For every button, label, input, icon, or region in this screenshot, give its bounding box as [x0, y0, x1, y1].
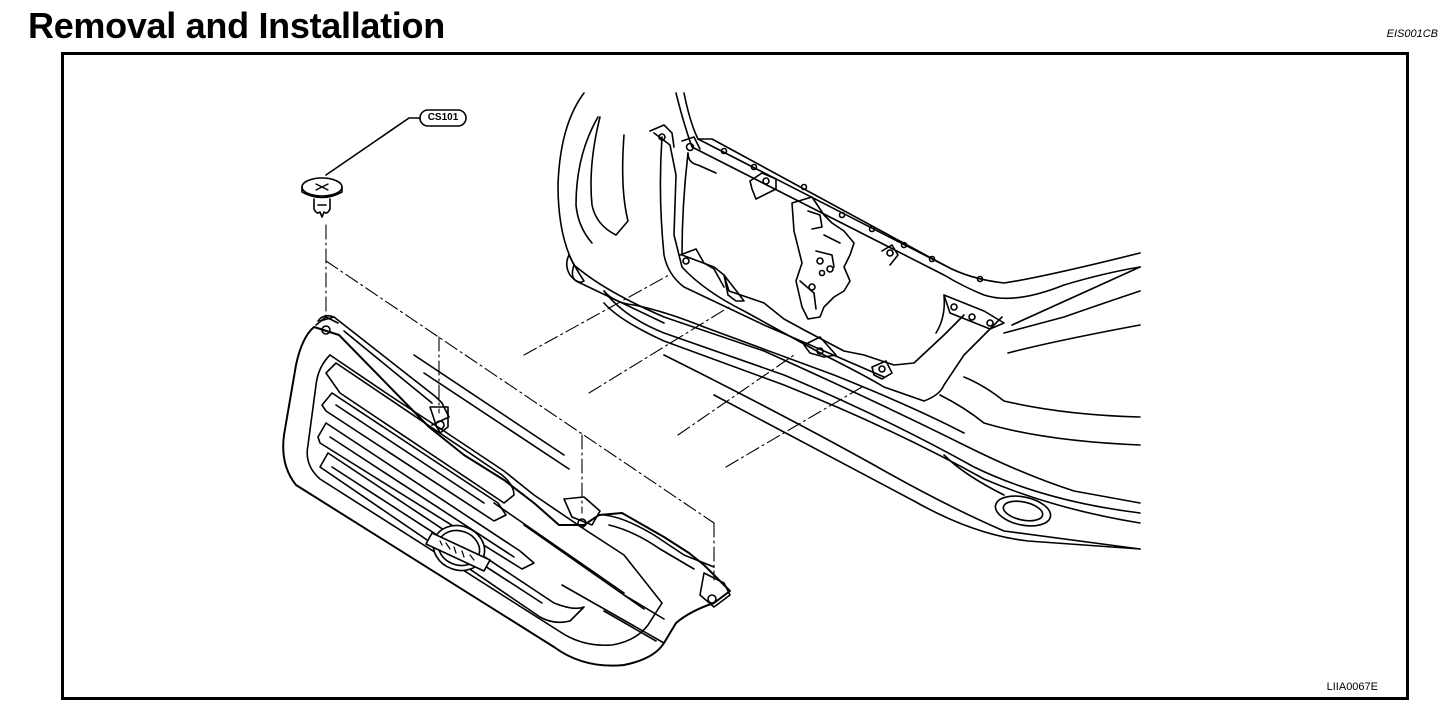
figure-frame: CS101 LIIA0067E — [61, 52, 1409, 700]
radiator-core-support — [649, 92, 1141, 402]
alignment-lines — [325, 224, 863, 581]
callout-code-label: CS101 — [427, 112, 459, 123]
figure-code: LIIA0067E — [1326, 681, 1378, 693]
clip-icon — [301, 177, 343, 218]
illustration — [282, 92, 1141, 667]
emblem-icon — [425, 524, 491, 572]
front-grille — [282, 314, 731, 667]
callout-leader — [325, 109, 467, 176]
document-code: EIS001CB — [1386, 28, 1438, 40]
page-title: Removal and Installation — [28, 5, 445, 46]
front-bumper — [557, 92, 1141, 550]
